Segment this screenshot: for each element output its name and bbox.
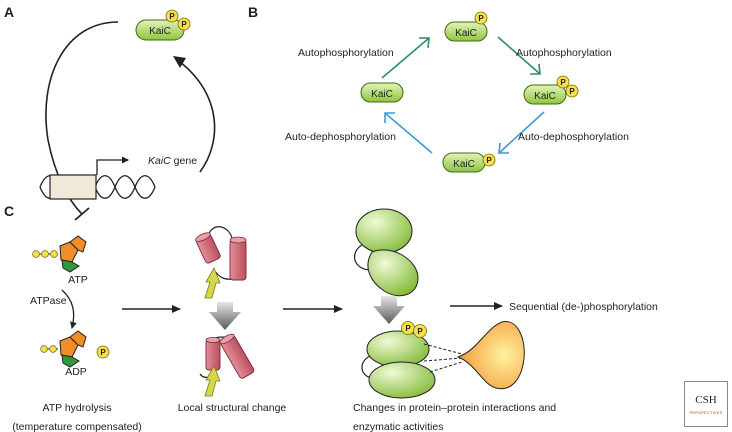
- kaic-state-right: KaiC P P: [523, 75, 579, 105]
- structure-after: [199, 333, 255, 397]
- autophos-arrow-top-right: [497, 36, 541, 75]
- kaic-double-phospho-a: KaiC P P: [135, 9, 191, 41]
- atpase-label: ATPase: [30, 295, 67, 307]
- kaic-gene-dna: [39, 174, 156, 200]
- phospho-label: P: [405, 324, 411, 333]
- autophos-arrowhead-top-right: [530, 63, 541, 75]
- label-dephos-left: Auto-dephosphorylation: [285, 131, 396, 143]
- dephos-arrowhead-bottom-left: [384, 112, 395, 123]
- domains-before: [354, 208, 419, 297]
- local-change-label: Local structural change: [178, 402, 287, 414]
- atpase-arrow: [61, 289, 77, 329]
- kaic-state-left: KaiC: [360, 82, 404, 103]
- logo-line1: CSH: [695, 394, 717, 406]
- kaic-label: KaiC: [149, 26, 171, 37]
- atp-hydrolysis-label: ATP hydrolysis: [42, 402, 111, 414]
- phospho-label: P: [478, 14, 484, 23]
- repression-bar: [74, 207, 90, 221]
- partner-protein: [456, 321, 525, 390]
- label-autophos-right: Autophosphorylation: [516, 47, 612, 59]
- free-phosphate: P: [96, 345, 110, 359]
- kaic-state-bottom: KaiC P: [442, 152, 496, 173]
- autophos-arrow-top-left: [381, 37, 430, 79]
- phospho-label: P: [486, 156, 492, 165]
- label-dephos-right: Auto-dephosphorylation: [518, 131, 629, 143]
- activation-arrowhead: [173, 56, 186, 68]
- phospho-label: P: [417, 327, 423, 336]
- kaic-label: KaiC: [534, 91, 556, 102]
- phospho-label: P: [181, 20, 187, 29]
- phospho-label: P: [569, 87, 575, 96]
- transition-arrow-1: [209, 302, 241, 330]
- gene-label: KaiC gene: [148, 155, 197, 167]
- adp-label: ADP: [65, 366, 87, 378]
- transition-arrow-2: [373, 296, 405, 324]
- panel-label-c: C: [4, 203, 14, 219]
- phospho-label: P: [560, 78, 566, 87]
- logo-line2: PERSPECTIVES: [689, 410, 723, 415]
- domains-after: P P: [361, 321, 463, 399]
- kaic-label: KaiC: [453, 159, 475, 170]
- panel-label-a: A: [4, 4, 14, 20]
- atp-label: ATP: [68, 274, 88, 286]
- dephos-arrow-bottom-left: [384, 112, 433, 154]
- activation-arc: [179, 61, 216, 173]
- gene-suffix: gene: [171, 155, 197, 167]
- sequential-label: Sequential (de-)phosphorylation: [509, 301, 658, 313]
- label-autophos-left: Autophosphorylation: [298, 47, 394, 59]
- changes-label-line2: enzymatic activities: [353, 421, 443, 432]
- changes-label-line1: Changes in protein–protein interactions …: [353, 402, 556, 414]
- kaic-label: KaiC: [455, 28, 477, 39]
- temperature-compensated-label: (temperature compensated): [12, 421, 142, 432]
- kaic-label: KaiC: [371, 89, 393, 100]
- dephos-arrowhead-bottom-right: [498, 142, 509, 154]
- atp-molecule: [32, 235, 87, 273]
- phospho-label: P: [169, 12, 175, 21]
- csh-perspectives-logo: CSH PERSPECTIVES: [684, 381, 728, 427]
- dephos-arrow-bottom-right: [498, 111, 545, 154]
- panel-label-b: B: [248, 4, 258, 20]
- adp-molecule: [40, 330, 87, 368]
- promoter-box: [49, 174, 97, 200]
- phospho-label: P: [100, 348, 106, 357]
- structure-before: [195, 226, 247, 299]
- autophos-arrowhead-top-left: [419, 37, 430, 49]
- kaic-state-top: KaiC P: [444, 11, 488, 42]
- transcription-arrow: [96, 156, 129, 175]
- gene-name: KaiC: [148, 155, 171, 167]
